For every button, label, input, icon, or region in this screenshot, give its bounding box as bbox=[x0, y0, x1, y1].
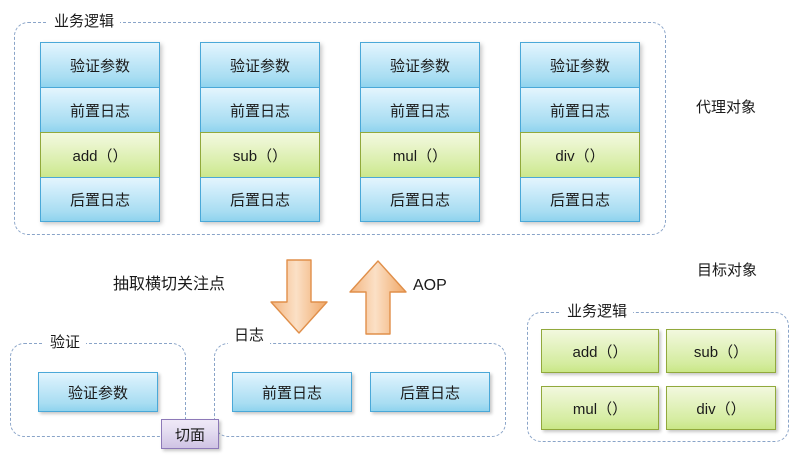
aop-label: AOP bbox=[413, 277, 447, 294]
cell-after-log: 后置日志 bbox=[520, 177, 640, 222]
cell-after-log: 后置日志 bbox=[40, 177, 160, 222]
cell-validate-params: 验证参数 bbox=[520, 42, 640, 87]
cell-validate-params: 验证参数 bbox=[360, 42, 480, 87]
proxy-group-label: 业务逻辑 bbox=[48, 13, 121, 31]
cell-before-log: 前置日志 bbox=[520, 87, 640, 132]
cell-after-log: 后置日志 bbox=[200, 177, 320, 222]
arrow-up-icon bbox=[347, 258, 409, 336]
cell-validate-params: 验证参数 bbox=[40, 42, 160, 87]
cell-before-log: 前置日志 bbox=[200, 87, 320, 132]
target-method-add: add（） bbox=[541, 329, 659, 373]
cell-after-log: 后置日志 bbox=[360, 177, 480, 222]
validation-group bbox=[10, 343, 186, 437]
proxy-column-mul: 验证参数 前置日志 mul（） 后置日志 bbox=[360, 42, 480, 222]
cell-method-add: add（） bbox=[40, 132, 160, 177]
cell-method-mul: mul（） bbox=[360, 132, 480, 177]
cell-method-sub: sub（） bbox=[200, 132, 320, 177]
target-business-logic-group bbox=[527, 312, 789, 442]
validation-group-label: 验证 bbox=[44, 334, 87, 352]
target-method-div: div（） bbox=[666, 386, 776, 430]
target-object-label: 目标对象 bbox=[697, 262, 758, 279]
target-method-sub: sub（） bbox=[666, 329, 776, 373]
proxy-column-div: 验证参数 前置日志 div（） 后置日志 bbox=[520, 42, 640, 222]
proxy-column-add: 验证参数 前置日志 add（） 后置日志 bbox=[40, 42, 160, 222]
logging-group bbox=[214, 343, 506, 437]
cell-before-log: 前置日志 bbox=[360, 87, 480, 132]
cell-validate-params: 验证参数 bbox=[200, 42, 320, 87]
cell-method-div: div（） bbox=[520, 132, 640, 177]
logging-group-label: 日志 bbox=[228, 327, 271, 345]
target-group-label: 业务逻辑 bbox=[561, 303, 634, 321]
aspect-item-before-log: 前置日志 bbox=[232, 372, 352, 412]
proxy-object-label: 代理对象 bbox=[696, 99, 757, 116]
proxy-column-sub: 验证参数 前置日志 sub（） 后置日志 bbox=[200, 42, 320, 222]
target-method-mul: mul（） bbox=[541, 386, 659, 430]
proxy-object-group bbox=[14, 22, 666, 235]
aspect-item-validate-params: 验证参数 bbox=[38, 372, 158, 412]
extract-crosscutting-label: 抽取横切关注点 bbox=[113, 276, 226, 293]
cell-before-log: 前置日志 bbox=[40, 87, 160, 132]
aspect-item-after-log: 后置日志 bbox=[370, 372, 490, 412]
aspect-badge: 切面 bbox=[161, 419, 219, 449]
arrow-down-icon bbox=[268, 258, 330, 336]
